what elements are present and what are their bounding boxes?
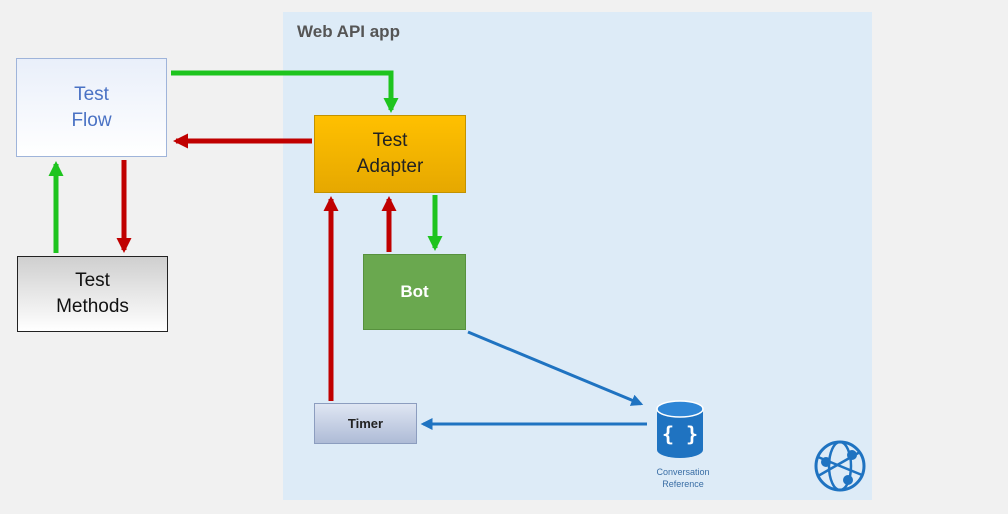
arrow-bot-to-conversation (467, 330, 644, 406)
svg-text:{ }: { } (662, 422, 698, 446)
test-methods-label: Test Methods (56, 270, 129, 317)
timer-label: Timer (347, 415, 384, 431)
arrow-testflow-to-adapter (171, 70, 399, 113)
web-app-globe-icon (814, 440, 866, 492)
test-adapter-label: Test Adapter (356, 130, 424, 177)
conversation-reference-label: Conversation Reference (656, 467, 710, 489)
database-braces-icon: { } (656, 400, 704, 458)
bot-node: Bot (363, 254, 466, 330)
web-api-app-title: Web API app (297, 22, 400, 41)
test-flow-label: Test Flow (71, 83, 112, 131)
bot-label: Bot (400, 282, 429, 301)
test-flow-node: Test Flow (16, 58, 167, 157)
test-adapter-node: Test Adapter (314, 115, 466, 193)
test-methods-node: Test Methods (17, 256, 168, 332)
timer-node: Timer (314, 403, 417, 444)
